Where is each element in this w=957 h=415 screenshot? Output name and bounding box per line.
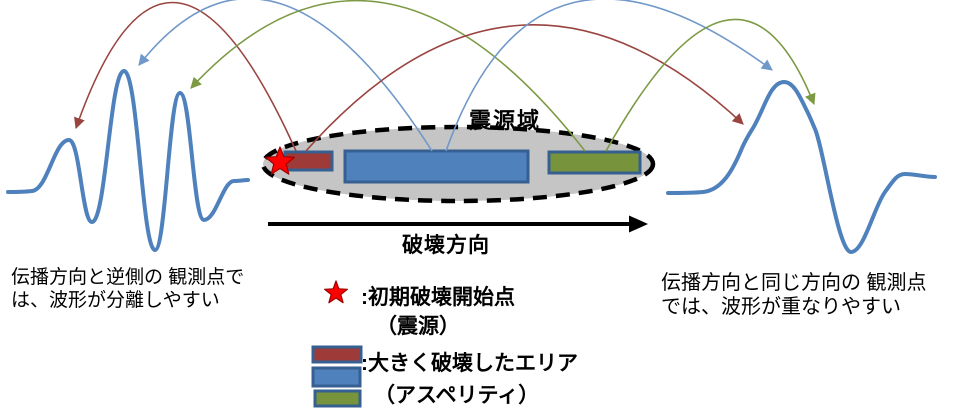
asperity-blue-rect: [343, 149, 530, 184]
legend-asperity-label: :大きく破壊したエリア: [361, 352, 578, 375]
asperity-red-rect: [283, 150, 334, 172]
legend-star-icon: [324, 280, 348, 304]
arc-blue-to-right-peak: [445, 0, 773, 152]
arc-green-to-left-peak: [190, 0, 586, 152]
hypocenter-star-icon: [265, 146, 295, 175]
arc-red-to-right-peak: [305, 24, 744, 152]
legend-asperity-sublabel: （アスペリティ）: [374, 384, 540, 407]
rupture-direction-arrow: [268, 215, 648, 233]
left-waveform: [6, 69, 250, 252]
caption-right-observation: 伝播方向と同じ方向の 観測点 では、波形が重なりやすい: [661, 272, 927, 318]
caption-left-observation: 伝播方向と逆側の 観測点で は、波形が分離しやすい: [11, 267, 245, 311]
legend-hypocenter-sublabel: （震源）: [376, 315, 460, 338]
legend-swatch-red: [311, 345, 363, 364]
arc-green-to-right-peak: [605, 18, 816, 152]
right-waveform: [666, 80, 937, 254]
legend-swatch-green: [313, 389, 362, 408]
arc-blue-to-left-peak: [138, 0, 433, 152]
rupture-direction-label: 破壊方向: [402, 234, 490, 257]
source-region-label: 震源域: [469, 108, 542, 133]
legend-swatch-blue: [311, 366, 362, 388]
asperity-green-rect: [547, 150, 642, 175]
legend-hypocenter-label: :初期破壊開始点: [361, 286, 515, 309]
arc-red-to-left-peak: [74, 1, 297, 152]
